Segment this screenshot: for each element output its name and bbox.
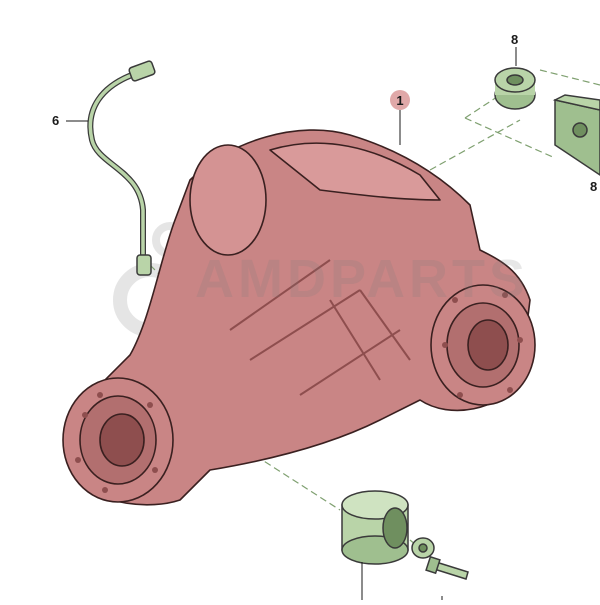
ground-strap: [66, 60, 156, 276]
differential-housing: [62, 129, 536, 506]
callout-6: 6: [52, 113, 60, 128]
callout-1: 1: [390, 90, 410, 110]
callout-8-right: 8: [590, 179, 598, 194]
callout-8-top: 8: [511, 32, 519, 47]
rubber-bushing-top: [494, 47, 536, 110]
watermark: AMDPARTS: [195, 249, 529, 309]
mount-bracket-right: [552, 94, 600, 176]
bolt: [425, 555, 469, 600]
washer: [411, 537, 435, 559]
rubber-bushing-bottom: [341, 490, 409, 600]
